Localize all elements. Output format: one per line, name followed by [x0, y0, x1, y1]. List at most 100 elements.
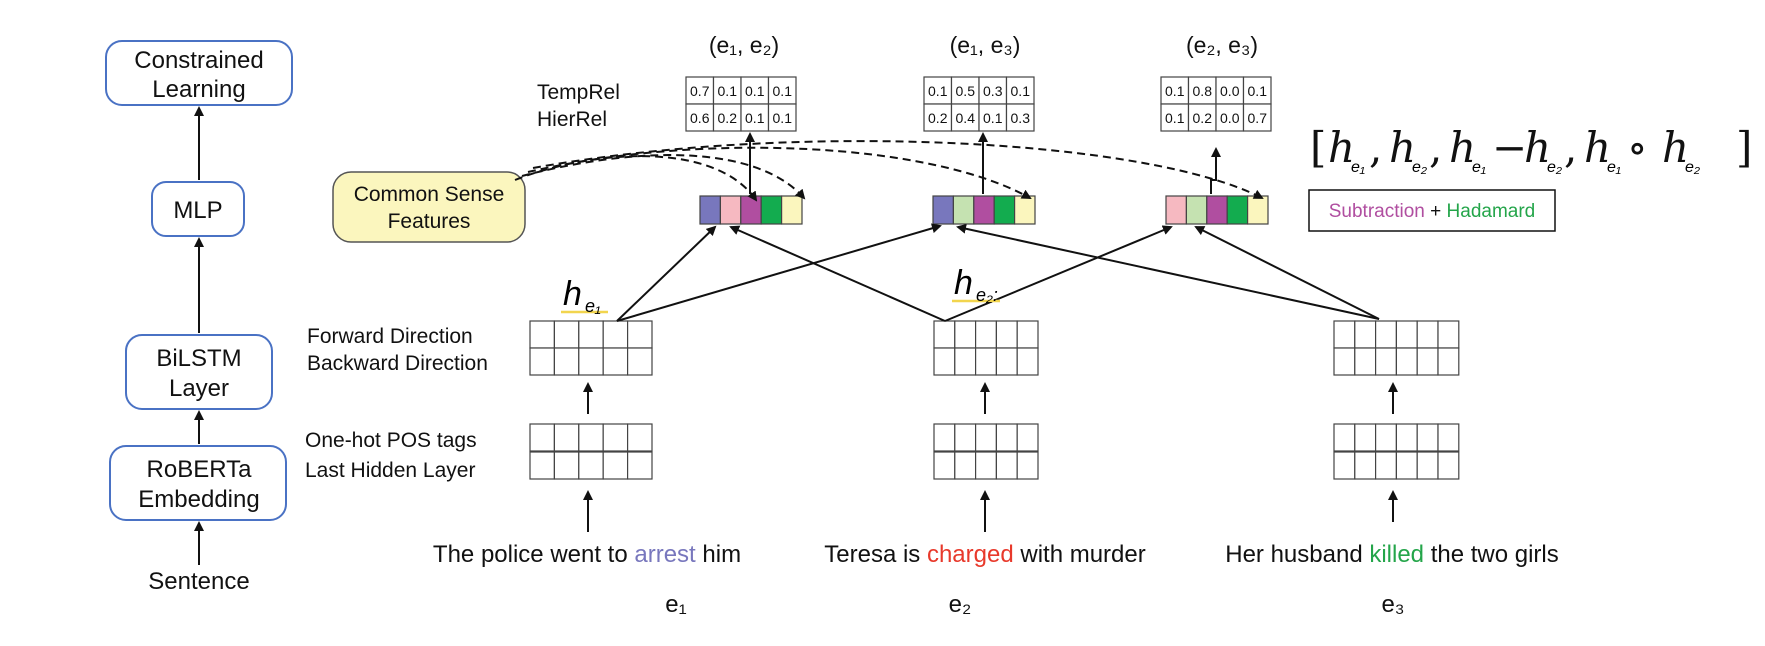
- common-sense-features: Common Sense Features: [332, 171, 526, 243]
- grid-3-bilstm-row1-cell6: [1437, 320, 1460, 349]
- prob-value-2-temprel-1: 0.1: [928, 83, 948, 99]
- grid-1-bilstm-row1-cell1: [529, 320, 555, 349]
- sentence-3: Her husband killed the two girls: [1225, 541, 1559, 568]
- prob-value-3-hierrel-2: 0.2: [1193, 110, 1213, 126]
- prob-value-2-hierrel-4: 0.3: [1011, 110, 1031, 126]
- arrow-h1-to-pair13: [616, 223, 942, 322]
- pair-feature-vectors: [699, 195, 1269, 225]
- grid-1-embed-row1-cell3: [578, 423, 604, 452]
- h-e2-letter: h: [954, 264, 973, 302]
- formula-h6: h: [1662, 123, 1689, 172]
- legend-plus: +: [1425, 201, 1447, 222]
- grid-1-embed-row1-cell4: [602, 423, 629, 452]
- grid-3-embed-row2-cell6: [1437, 451, 1460, 480]
- feature-vector-1-segment-1: [699, 195, 721, 225]
- grid-1-bilstm-row2-cell1: [529, 347, 555, 376]
- legend-subtraction: Subtraction: [1329, 201, 1425, 222]
- grid-3-bilstm-row2-cell3: [1374, 347, 1397, 376]
- prob-value-2-temprel-4: 0.1: [1011, 83, 1031, 99]
- prob-table-2-temprel-cell-4: [1005, 76, 1035, 105]
- prob-value-1-hierrel-2: 0.2: [718, 110, 738, 126]
- dashed-cs-to-feat1-b: [521, 154, 806, 200]
- operation-legend: Subtraction + Hadamard: [1308, 189, 1556, 232]
- grid-1-bilstm-row2-cell4: [602, 347, 629, 376]
- sentence-input-label: Sentence: [148, 568, 249, 595]
- roberta-line1: RoBERTa: [147, 456, 253, 483]
- event-word-1: arrest: [634, 541, 696, 568]
- bilstm-line1: BiLSTM: [156, 345, 241, 372]
- grid-3-embed-row2-cell4: [1395, 451, 1418, 480]
- roberta-embedding-box: [109, 445, 287, 521]
- hidden-state-label-1: h e₁: [561, 275, 608, 316]
- grid-2-embed-row2-cell3: [974, 451, 997, 480]
- grid-1-embed-row1-cell2: [553, 423, 580, 452]
- grid-3-embed-row2-cell1: [1333, 451, 1356, 480]
- feature-vector-1-segment-5: [780, 195, 803, 225]
- grid-1-embed-row2-cell4: [602, 451, 629, 480]
- sentence-2: Teresa is charged with murder: [824, 541, 1145, 568]
- feature-vector-2-segment-4: [993, 195, 1016, 225]
- prob-table-1-hierrel-cell-3: [740, 103, 770, 132]
- grid-2-embed-row1-cell3: [974, 423, 997, 452]
- constrained-learning-line1: Constrained: [134, 47, 263, 74]
- feature-vector-3-segment-1: [1165, 195, 1187, 225]
- prob-value-1-temprel-3: 0.1: [745, 83, 765, 99]
- feature-vector-2-segment-1: [932, 195, 954, 225]
- grid-1-bilstm-row1-cell5: [626, 320, 653, 349]
- roberta-line2: Embedding: [138, 486, 259, 513]
- temprel-label: TempRel: [537, 81, 620, 104]
- hidden-state-label-2: h e₂:: [952, 264, 1000, 305]
- entity-label-e3: e₃: [1381, 591, 1404, 618]
- prob-value-3-temprel-2: 0.8: [1193, 83, 1213, 99]
- grid-3-bilstm-row2-cell4: [1395, 347, 1418, 376]
- formula-h1: h: [1328, 123, 1355, 172]
- connection-arrows: [514, 132, 1398, 532]
- common-sense-box: [332, 171, 526, 243]
- prob-value-2-hierrel-3: 0.1: [983, 110, 1003, 126]
- prob-value-2-hierrel-1: 0.2: [928, 110, 948, 126]
- sentence-1: The police went to arrest him: [433, 541, 741, 568]
- common-sense-line1: Common Sense: [354, 183, 505, 206]
- hierrel-label: HierRel: [537, 108, 607, 131]
- grid-1-bilstm-row1-cell3: [578, 320, 604, 349]
- prob-table-3-temprel-cell-2: [1187, 76, 1217, 105]
- prob-value-3-hierrel-4: 0.7: [1248, 110, 1268, 126]
- formula-h2: h: [1389, 123, 1416, 172]
- grid-3-embed-row1-cell1: [1333, 423, 1356, 452]
- grid-3-bilstm-row1-cell2: [1354, 320, 1377, 349]
- feature-vector-1-segment-4: [760, 195, 783, 225]
- grid-3-bilstm-row1-cell1: [1333, 320, 1356, 349]
- grid-2-embed-row2-cell1: [933, 451, 956, 480]
- arrow-feat3-to-table3: [1210, 147, 1221, 194]
- prob-table-2-hierrel-cell-4: [1005, 103, 1035, 132]
- arrow-h1-to-pair12: [616, 225, 717, 322]
- grid-1-embed-row1-cell5: [626, 423, 653, 452]
- mlp-label: MLP: [173, 197, 222, 224]
- formula-sub-e5: e₁: [1607, 159, 1621, 176]
- prob-table-3-temprel-cell-3: [1215, 76, 1245, 105]
- bilstm-and-embedding-grids: [529, 320, 1460, 480]
- grid-2-bilstm-row2-cell5: [1016, 347, 1039, 376]
- prob-table-3-hierrel-cell-3: [1215, 103, 1245, 132]
- grid-2-embed-row1-cell5: [1016, 423, 1039, 452]
- grid-3-bilstm-row2-cell1: [1333, 347, 1356, 376]
- event-word-3: killed: [1369, 541, 1424, 568]
- h-e2-subscript: e₂:: [976, 285, 998, 305]
- constrained-learning-line2: Learning: [152, 76, 245, 103]
- prob-table-3-temprel-cell-1: [1160, 76, 1190, 105]
- grid-3-bilstm-row2-cell2: [1354, 347, 1377, 376]
- formula-close-bracket: ]: [1736, 123, 1752, 172]
- feature-vector-1-segment-3: [740, 195, 762, 225]
- prob-value-1-temprel-4: 0.1: [773, 83, 793, 99]
- feature-vector-2-segment-3: [973, 195, 995, 225]
- formula-sub-e4: e₂: [1547, 159, 1562, 176]
- one-hot-pos-label: One-hot POS tags: [305, 429, 477, 452]
- prob-table-3-temprel-cell-4: [1242, 76, 1272, 105]
- grid-2-embed-row2-cell5: [1016, 451, 1039, 480]
- grid-3-embed-row1-cell4: [1395, 423, 1418, 452]
- concatenation-formula: [ h e₁ , h e₂ , h e₁ − h e₂ , h e₁ ∘ h e…: [1310, 123, 1752, 176]
- grid-1-embed-row2-cell1: [529, 451, 555, 480]
- formula-open-bracket: [: [1310, 123, 1326, 172]
- prob-table-1-hierrel-cell-1: [685, 103, 715, 132]
